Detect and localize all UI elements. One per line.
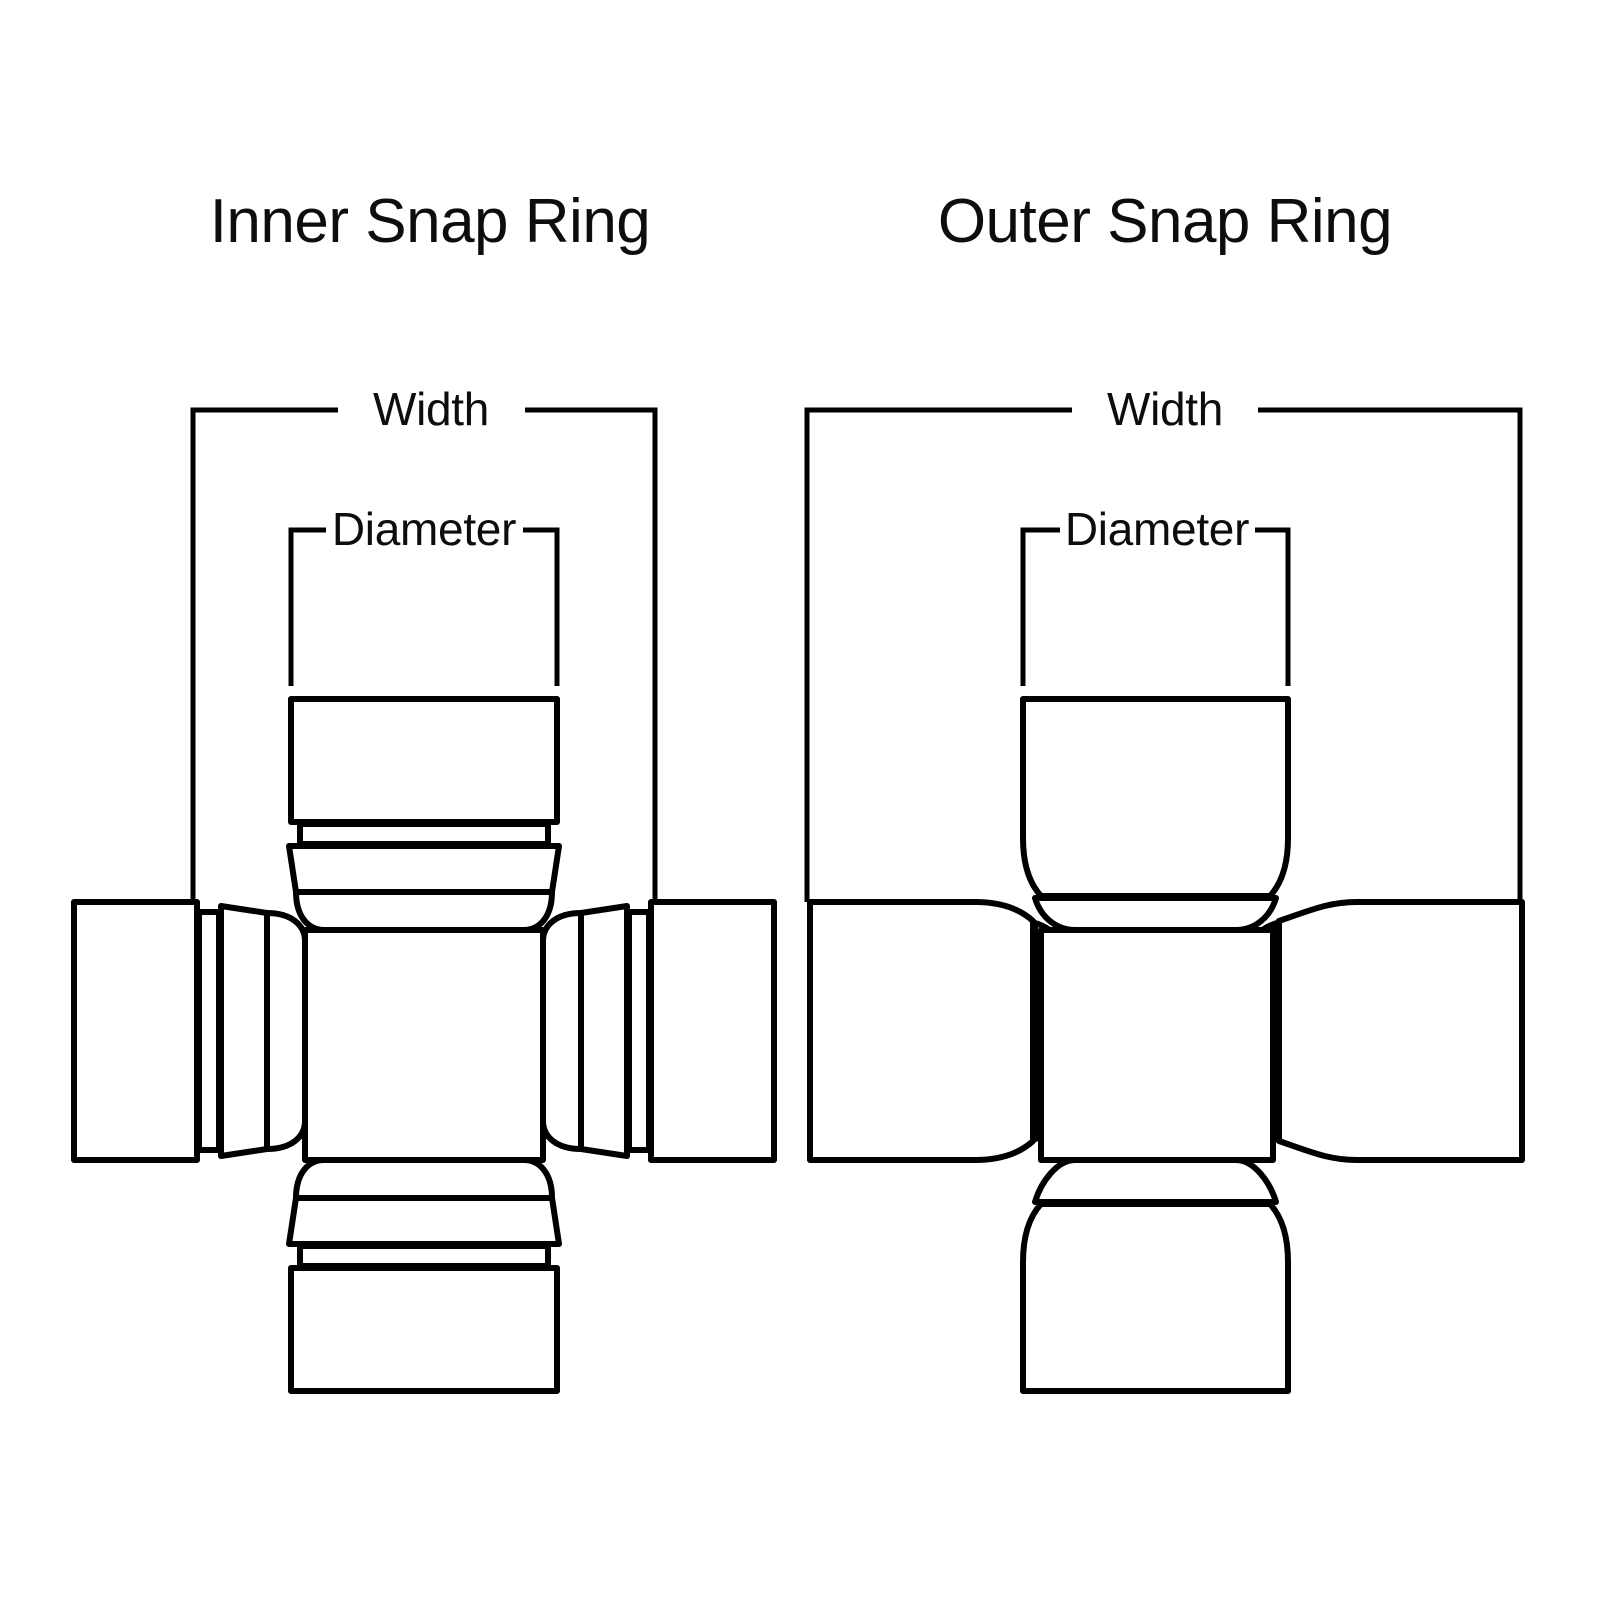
width-label-inner: Width [373,383,489,435]
snap-ring-band-bottom-outer [1032,1157,1279,1205]
width-dimension-outer: Width [804,383,1523,902]
cross-hub-outer [1038,927,1276,1163]
panel-outer-snap-ring: Width Diameter [804,383,1525,1394]
snap-ring-band-left-inner [196,909,222,1153]
diameter-label-inner: Diameter [332,503,516,555]
cap-body-right-inner [648,899,777,1163]
bearing-cap-right-outer [1242,899,1525,1163]
shoulder-right-inner [540,910,584,1152]
width-bracket-right-inner [525,407,658,902]
snap-ring-band-top-inner [297,821,551,847]
shoulder-top-inner [293,889,555,933]
width-dimension-inner: Width [190,383,658,902]
panel-title-inner: Inner Snap Ring [210,187,651,256]
bearing-cap-left-outer [807,899,1070,1163]
cross-hub-inner [302,927,546,1163]
diameter-bracket-left-inner [288,527,326,686]
diameter-bracket-right-inner [523,527,560,686]
diameter-label-outer: Diameter [1065,503,1249,555]
panel-title-outer: Outer Snap Ring [938,187,1392,256]
cap-body-right-outer [1276,899,1525,1163]
width-bracket-right-outer [1258,407,1523,902]
snap-ring-band-top-outer [1032,895,1279,933]
diameter-dimension-outer: Diameter [1020,503,1291,686]
shoulder-left-inner [264,910,308,1152]
collar-bottom-inner [286,1195,562,1247]
width-bracket-left-outer [804,407,1072,902]
bearing-cap-top-inner [286,696,562,933]
collar-left-inner [218,903,270,1159]
cap-body-left-inner [71,899,200,1163]
bearing-cap-top-outer [1020,696,1291,933]
snap-ring-band-right-inner [626,909,652,1153]
shoulder-bottom-inner [293,1157,555,1201]
width-label-outer: Width [1107,383,1223,435]
cap-body-bottom-inner [288,1265,560,1394]
diameter-bracket-left-outer [1020,527,1060,686]
bearing-cap-right-inner [540,899,777,1163]
snap-ring-band-bottom-inner [297,1243,551,1269]
diameter-dimension-inner: Diameter [288,503,560,686]
diameter-bracket-right-outer [1255,527,1291,686]
bearing-cap-bottom-inner [286,1157,562,1394]
bearing-cap-bottom-outer [1020,1157,1291,1394]
width-bracket-left-inner [190,407,338,902]
cap-body-left-outer [807,899,1036,1163]
cap-body-top-inner [288,696,560,825]
collar-right-inner [578,903,630,1159]
bearing-cap-left-inner [71,899,308,1163]
cap-body-top-outer [1020,696,1291,899]
collar-top-inner [286,843,562,895]
panel-inner-snap-ring: Width Diameter [71,383,777,1394]
cap-body-bottom-outer [1020,1201,1291,1394]
